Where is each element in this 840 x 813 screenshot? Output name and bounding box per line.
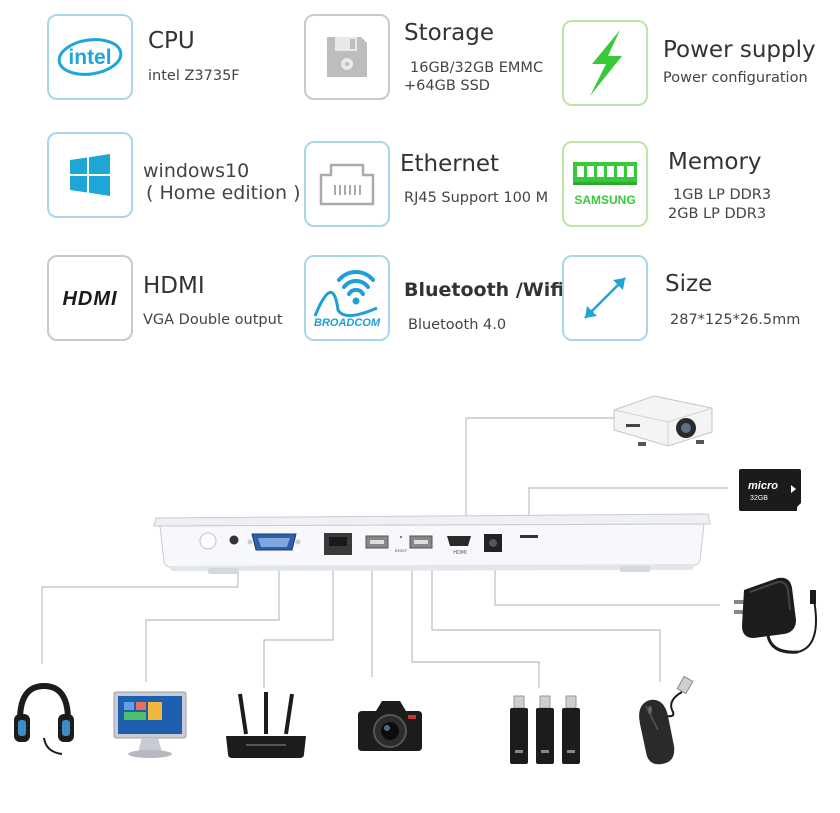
svg-text:micro: micro — [748, 480, 778, 492]
power-adapter-icon — [734, 577, 817, 654]
wifi-broadcom-icon: BROADCOM — [313, 269, 381, 329]
resize-arrow-icon — [584, 277, 626, 319]
hdmi-line-1: VGA Double output — [143, 312, 283, 328]
power-line-1: Power configuration — [663, 70, 808, 86]
memory-icon-box: SAMSUNG — [562, 141, 648, 227]
svg-text:BROADCOM: BROADCOM — [314, 317, 381, 329]
router-icon — [226, 692, 306, 758]
memory-chip-icon: SAMSUNG — [573, 162, 637, 207]
svg-text:HDMI: HDMI — [62, 288, 117, 310]
svg-text:SAMSUNG: SAMSUNG — [574, 193, 635, 207]
svg-text:32GB: 32GB — [750, 495, 768, 502]
memory-line-2: 2GB LP DDR3 — [668, 206, 767, 222]
cpu-title: CPU — [148, 28, 195, 54]
lightning-icon — [590, 30, 622, 96]
storage-line-2: +64GB SSD — [404, 78, 490, 94]
size-line-1: 287*125*26.5mm — [670, 312, 801, 328]
svg-text:RESET: RESET — [395, 548, 408, 553]
memory-line-1: 1GB LP DDR3 — [673, 187, 772, 203]
microsd-card-icon: micro 32GB — [739, 469, 801, 511]
svg-text:intel: intel — [68, 46, 111, 69]
intel-logo-icon: intel — [57, 38, 123, 76]
cpu-icon-box: intel — [47, 14, 133, 100]
headphones-icon — [14, 682, 74, 755]
hdmi-logo-icon: HDMI — [62, 288, 117, 310]
storage-line-1: 16GB/32GB EMMC — [410, 60, 544, 76]
ethernet-icon-box — [304, 141, 390, 227]
ethernet-port-icon — [319, 163, 375, 206]
svg-text:HDMI: HDMI — [453, 550, 466, 556]
power-title: Power supply — [663, 37, 816, 63]
camera-icon — [358, 701, 422, 751]
size-title: Size — [665, 271, 713, 297]
windows-logo-icon — [70, 154, 110, 196]
monitor-icon — [113, 691, 187, 758]
power-icon-box — [562, 20, 648, 106]
mouse-icon — [639, 675, 694, 765]
memory-title: Memory — [668, 149, 762, 175]
os-line-1: windows10 — [143, 160, 250, 182]
hdmi-icon-box: HDMI — [47, 255, 133, 341]
size-icon-box — [562, 255, 648, 341]
wireless-line-1: Bluetooth 4.0 — [408, 317, 507, 333]
storage-icon-box — [304, 14, 390, 100]
usb-flash-drives-icon — [510, 695, 580, 764]
floppy-disk-icon — [327, 37, 367, 77]
os-icon-box — [47, 132, 133, 218]
ethernet-line-1: RJ45 Support 100 M — [404, 190, 549, 206]
cpu-line-1: intel Z3735F — [148, 68, 240, 84]
ethernet-title: Ethernet — [400, 151, 500, 177]
mini-pc-device: RESET HDMI — [153, 513, 711, 574]
wireless-icon-box: BROADCOM — [304, 255, 390, 341]
hdmi-title: HDMI — [143, 273, 205, 299]
storage-title: Storage — [404, 20, 494, 46]
wireless-title: Bluetooth /Wifi — [404, 279, 565, 301]
os-line-2: ( Home edition ) — [146, 182, 301, 204]
projector-icon — [613, 395, 713, 447]
